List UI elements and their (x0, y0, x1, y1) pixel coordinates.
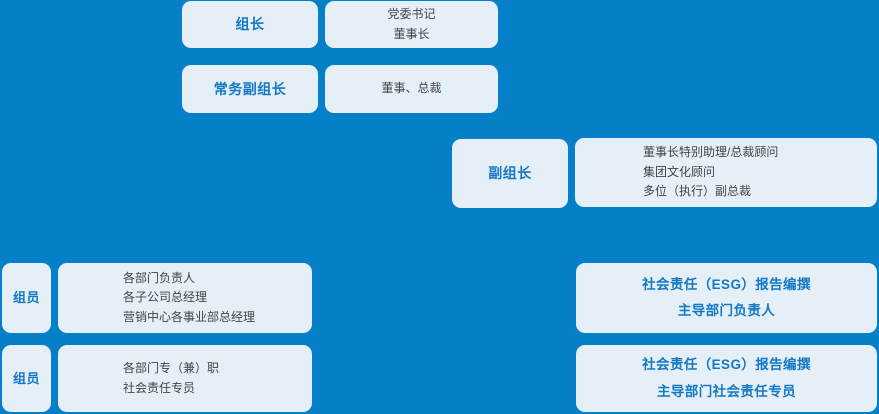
esg-line-row4-1: 社会责任（ESG）报告编撰 (642, 276, 811, 292)
role-label-row1: 组长 (235, 16, 265, 32)
detail-line-row4-1: 各部门负责人 (123, 270, 196, 285)
detail-line-row3-3: 多位（执行）副总裁 (643, 184, 752, 199)
card-detail-row5: 各部门专（兼）职 社会责任专员 (58, 345, 312, 412)
detail-line-row3-1: 董事长特别助理/总裁顾问 (643, 145, 779, 160)
detail-line-row5-1: 各部门专（兼）职 (123, 361, 220, 376)
card-esg-row5: 社会责任（ESG）报告编撰 主导部门社会责任专员 (576, 345, 877, 412)
card-detail-row2: 董事、总裁 (325, 65, 498, 113)
card-role-row5: 组员 (2, 345, 51, 412)
role-label-row3: 副组长 (488, 165, 532, 181)
esg-line-row5-1: 社会责任（ESG）报告编撰 (642, 357, 811, 373)
role-label-row5: 组员 (12, 370, 40, 386)
card-role-row2: 常务副组长 (182, 65, 318, 113)
detail-line-row5-2: 社会责任专员 (123, 380, 196, 395)
detail-line-row4-3: 营销中心各事业部总经理 (123, 309, 256, 324)
detail-line-row1-2: 董事长 (393, 26, 430, 41)
role-label-row4: 组员 (12, 290, 40, 306)
card-detail-row3: 董事长特别助理/总裁顾问 集团文化顾问 多位（执行）副总裁 (575, 138, 877, 207)
card-detail-row4: 各部门负责人 各子公司总经理 营销中心各事业部总经理 (58, 263, 312, 333)
esg-line-row4-2: 主导部门负责人 (677, 303, 776, 318)
detail-line-row3-2: 集团文化顾问 (643, 164, 716, 179)
card-detail-row1: 党委书记 董事长 (325, 1, 498, 48)
detail-line-row4-2: 各子公司总经理 (123, 290, 208, 305)
esg-line-row5-2: 主导部门社会责任专员 (657, 383, 796, 399)
card-role-row1: 组长 (182, 1, 318, 48)
card-esg-row4: 社会责任（ESG）报告编撰 主导部门负责人 (576, 263, 877, 333)
role-label-row2: 常务副组长 (213, 80, 287, 97)
detail-line-row1-1: 党委书记 (387, 7, 436, 22)
detail-line-row2-1: 董事、总裁 (381, 81, 442, 96)
card-role-row4: 组员 (2, 263, 51, 333)
card-role-row3: 副组长 (452, 139, 568, 208)
